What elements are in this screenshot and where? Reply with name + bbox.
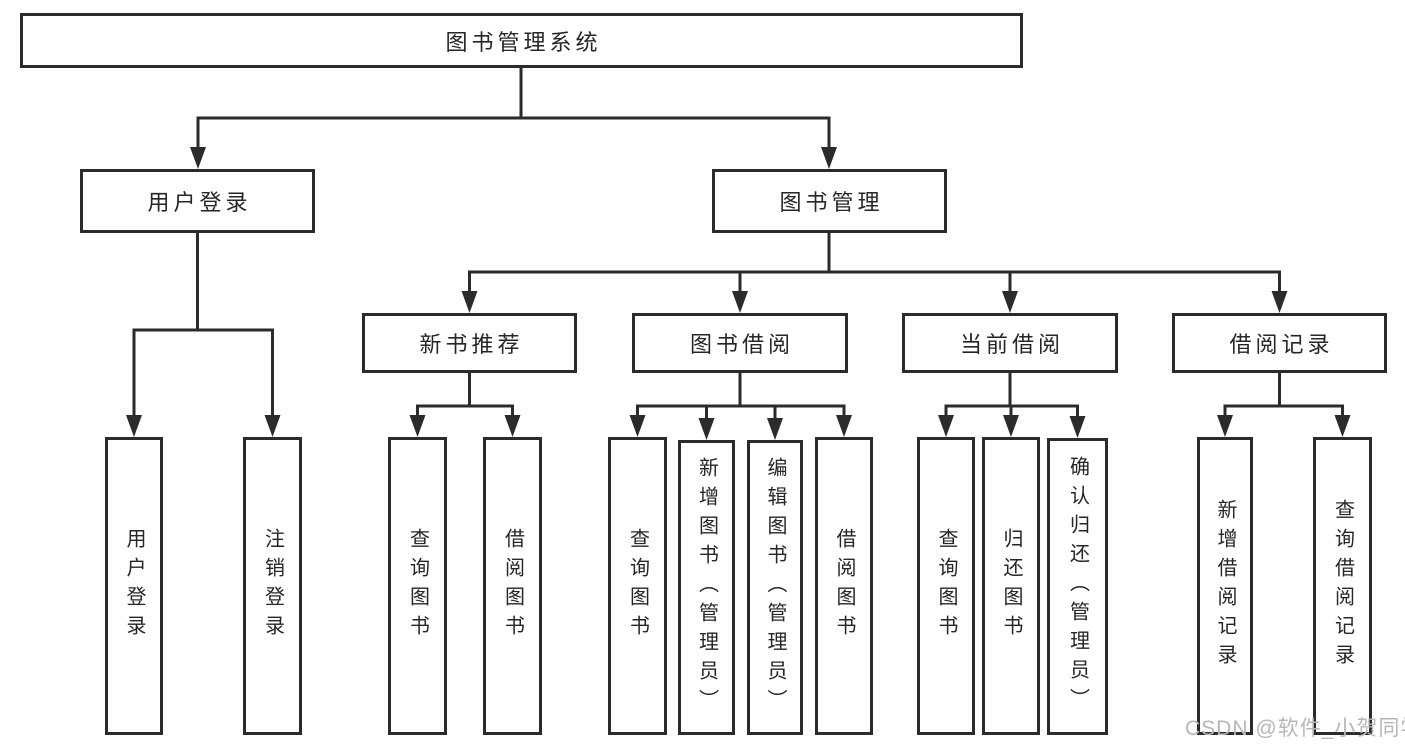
node-label: 新增图书（管理员） [695, 457, 718, 718]
node-label: 归还图书 [1000, 528, 1022, 644]
node-book-borrow: 图书借阅 [632, 313, 848, 373]
node-label: 图书借阅 [689, 332, 794, 357]
node-label: 用户登录 [123, 528, 145, 644]
node-label: 确认归还（管理员） [1066, 456, 1089, 717]
node-label: 查询图书 [935, 528, 957, 644]
node-leaf-query-books: 查询图书 [917, 437, 975, 735]
node-label: 图书管理系统 [445, 29, 602, 55]
node-leaf-user-login: 用户登录 [105, 437, 163, 735]
node-label: 查询借阅记录 [1331, 499, 1354, 673]
node-user-login: 用户登录 [80, 169, 315, 233]
node-label: 借阅记录 [1229, 332, 1334, 357]
node-leaf-borrow-books: 借阅图书 [815, 437, 873, 735]
node-leaf-query-books: 查询图书 [388, 437, 447, 735]
node-leaf-return-books: 归还图书 [982, 437, 1040, 735]
node-leaf-edit-books-admin: 编辑图书（管理员） [747, 440, 803, 735]
node-leaf-query-borrow-record: 查询借阅记录 [1313, 437, 1372, 735]
node-label: 借阅图书 [501, 528, 524, 644]
node-current-borrow: 当前借阅 [902, 313, 1118, 373]
node-label: 新书推荐 [419, 332, 524, 357]
node-book-management: 图书管理 [712, 169, 947, 233]
node-borrow-records: 借阅记录 [1172, 313, 1387, 373]
node-label: 注销登录 [261, 528, 284, 644]
csdn-watermark: CSDN @软件_小贺同学 [1185, 717, 1405, 740]
node-library-management-system: 图书管理系统 [20, 13, 1023, 68]
node-label: 查询图书 [406, 528, 429, 644]
node-label: 当前借阅 [959, 332, 1064, 357]
arrowheads [126, 147, 1351, 440]
node-leaf-query-books: 查询图书 [608, 437, 667, 735]
node-label: 编辑图书（管理员） [764, 457, 786, 718]
node-label: 新增借阅记录 [1214, 499, 1236, 673]
node-leaf-logout: 注销登录 [243, 437, 302, 735]
node-label: 用户登录 [147, 190, 252, 215]
node-leaf-confirm-return-admin: 确认归还（管理员） [1047, 438, 1108, 735]
node-label: 借阅图书 [833, 528, 855, 644]
node-label: 图书管理 [779, 190, 884, 215]
node-leaf-borrow-books: 借阅图书 [483, 437, 542, 735]
node-leaf-add-books-admin: 新增图书（管理员） [678, 440, 735, 735]
node-label: 查询图书 [626, 528, 649, 644]
node-leaf-add-borrow-record: 新增借阅记录 [1197, 437, 1253, 735]
node-new-book-recommend: 新书推荐 [362, 313, 577, 373]
